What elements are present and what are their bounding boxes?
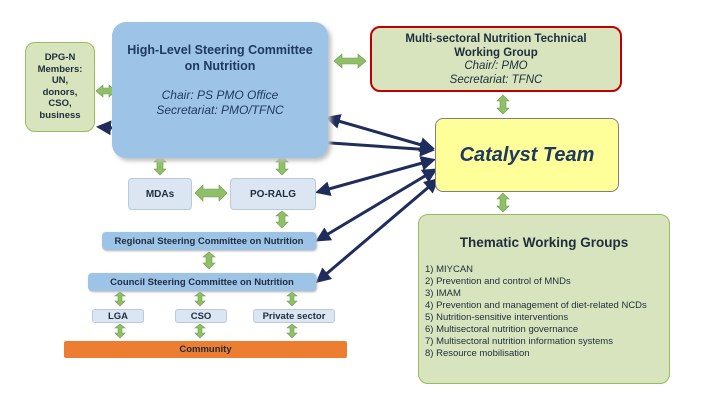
hlsc-chair-secretariat: Chair: PS PMO Office Secretariat: PMO/TF…: [112, 88, 328, 118]
dpg-line: business: [39, 109, 81, 121]
mtwg-secretariat: Secretariat: TFNC: [449, 73, 543, 86]
dpg-n-box: DPG-N Members: UN, donors, CSO, business: [25, 42, 95, 132]
arrow-private-community: [286, 323, 298, 339]
po-ralg-label: PO-RALG: [249, 188, 297, 200]
list-item: 6) Multisectoral nutrition governance: [425, 324, 579, 335]
mdas-box: MDAs: [128, 178, 192, 210]
list-item: 8) Resource mobilisation: [425, 348, 530, 359]
arrow-hlsc-mdas: [153, 155, 167, 176]
dpg-line: CSO,: [48, 98, 72, 109]
list-item: 2) Prevention and control of MNDs: [425, 276, 571, 287]
arrow-mdas-poralg: [194, 184, 228, 202]
list-item: 5) Nutrition-sensitive interventions: [425, 312, 569, 323]
hlsc-chair: Chair: PS PMO Office: [161, 88, 279, 102]
hlsc-title-line2: on Nutrition: [184, 59, 256, 73]
catalyst-team-box: Catalyst Team: [435, 118, 619, 192]
arrow-lga-community: [114, 323, 126, 339]
arrow-hlsc-poralg: [275, 155, 289, 176]
lga-label: LGA: [107, 310, 129, 322]
cso-label: CSO: [190, 310, 212, 322]
thematic-working-groups-box: Thematic Working Groups 1) MIYCAN 2) Pre…: [418, 214, 670, 384]
hlsc-secretariat: Secretariat: PMO/TFNC: [156, 103, 284, 117]
dpg-line: DPG-N: [44, 52, 76, 63]
arrow-poralg-regional: [275, 210, 289, 229]
twg-list: 1) MIYCAN 2) Prevention and control of M…: [425, 264, 669, 360]
hlsc-title-line1: High-Level Steering Committee: [127, 43, 313, 57]
regional-label: Regional Steering Committee on Nutrition: [114, 235, 304, 247]
community-label: Community: [179, 344, 232, 355]
technical-working-group-box: Multi-sectoral Nutrition Technical Worki…: [370, 26, 622, 92]
arrow-council-private: [286, 291, 298, 307]
dpg-line: donors,: [42, 86, 78, 98]
catalyst-team-label: Catalyst Team: [459, 143, 595, 166]
arrow-council-cso: [194, 291, 206, 307]
arrow-council-lga: [114, 291, 126, 307]
lga-box: LGA: [92, 309, 144, 323]
list-item: 7) Multisectoral nutrition information s…: [425, 336, 613, 347]
list-item: 4) Prevention and management of diet-rel…: [425, 300, 647, 311]
po-ralg-box: PO-RALG: [230, 178, 316, 210]
mdas-label: MDAs: [145, 188, 175, 200]
council-steering-committee-box: Council Steering Committee on Nutrition: [88, 273, 316, 291]
list-item: 3) IMAM: [425, 288, 461, 299]
list-item: 1) MIYCAN: [425, 264, 474, 275]
mtwg-chair: Chair/: PMO: [464, 60, 528, 72]
high-level-steering-committee-box: High-Level Steering Committee on Nutriti…: [112, 22, 328, 158]
arrow-catalyst-twg: [496, 192, 510, 213]
private-sector-box: Private sector: [253, 309, 335, 323]
council-label: Council Steering Committee on Nutrition: [110, 276, 294, 288]
mtwg-title-line2: Working Group: [454, 46, 538, 59]
arrow-regional-council: [202, 251, 216, 270]
arrow-cso-community: [194, 323, 206, 339]
mtwg-title-line1: Multi-sectoral Nutrition Technical: [405, 33, 587, 45]
twg-title: Thematic Working Groups: [459, 235, 629, 250]
cso-box: CSO: [175, 309, 227, 323]
regional-steering-committee-box: Regional Steering Committee on Nutrition: [102, 232, 316, 250]
community-bar: Community: [64, 341, 347, 358]
private-sector-label: Private sector: [262, 310, 326, 322]
arrow-hlsc-mtwg: [333, 53, 367, 69]
arrow-mtwg-catalyst: [496, 94, 510, 115]
arrow-catalyst-poralg: [315, 155, 436, 197]
arrow-catalyst-council: [315, 178, 440, 283]
dpg-line: UN,: [51, 75, 69, 86]
dpg-line: Members:: [37, 63, 83, 75]
